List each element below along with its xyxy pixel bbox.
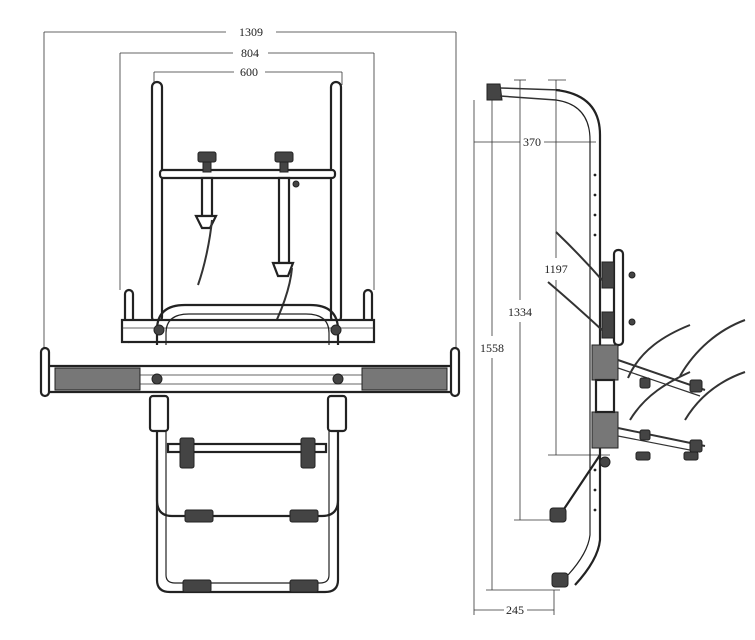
tube-holes (593, 173, 597, 512)
hoop-frame (155, 303, 340, 345)
dimension-245: 245 (473, 100, 555, 617)
dimension-label-1197: 1197 (544, 262, 568, 276)
left-upright-tube (150, 80, 164, 324)
dimension-label-245: 245 (506, 603, 524, 617)
foot-lower (551, 572, 569, 588)
foot-upper (549, 507, 567, 523)
dimension-label-1334: 1334 (508, 305, 532, 319)
dimension-label-1309: 1309 (239, 25, 263, 39)
dimension-804: 804 (119, 46, 375, 290)
side-upper-clamps (547, 231, 636, 339)
front-view: 1309 804 600 (39, 25, 461, 594)
bike-clamp-arm-left (194, 151, 218, 286)
side-bumper-block (591, 344, 619, 468)
right-upright-tube (329, 80, 343, 324)
wheel-holder-lower (617, 371, 746, 461)
bike-clamp-arm-right (267, 151, 300, 339)
wheel-holder-upper (617, 319, 746, 397)
side-main-tube (555, 88, 602, 586)
upper-crossbar (158, 168, 337, 180)
middle-crossbar (120, 318, 376, 344)
top-hook (486, 83, 561, 101)
dimension-1309: 1309 (43, 25, 457, 350)
dimension-label-370: 370 (523, 135, 541, 149)
dimension-label-600: 600 (240, 65, 258, 79)
dimension-1558: 1558 (480, 100, 560, 591)
side-short-post (612, 248, 625, 347)
dimension-600: 600 (153, 65, 343, 85)
dimension-label-1558: 1558 (480, 341, 504, 355)
lower-ladder-frame (148, 394, 348, 594)
dimension-370: 370 (474, 135, 596, 149)
lower-strut (559, 454, 601, 516)
dimension-label-804: 804 (241, 46, 259, 60)
bumper-bar (39, 346, 461, 398)
side-view: 370 1197 1334 1558 (473, 79, 746, 617)
